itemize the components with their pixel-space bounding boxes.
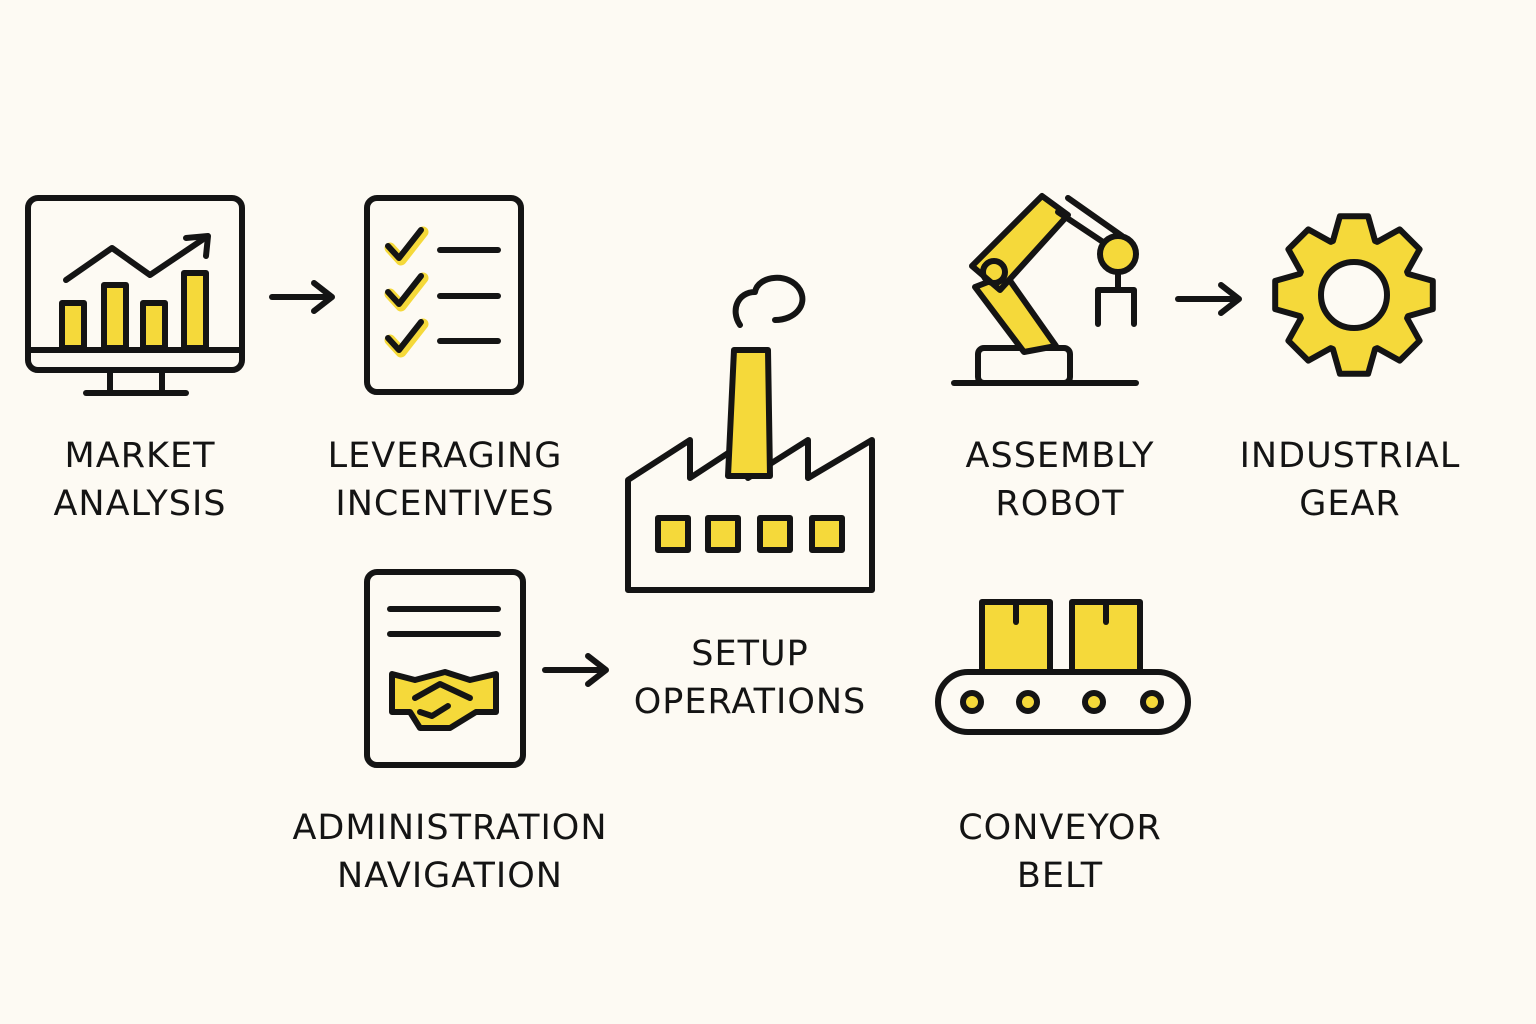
label-line: SETUP (691, 634, 809, 674)
label-line: NAVIGATION (337, 856, 563, 896)
node-leveraging-incentives-label: LEVERAGING INCENTIVES (300, 432, 590, 528)
node-industrial-gear-label: INDUSTRIAL GEAR (1230, 432, 1470, 528)
label-line: LEVERAGING (327, 436, 563, 476)
node-market-analysis-label: MARKET ANALYSIS (20, 432, 260, 528)
arrow-robot-to-gear (1175, 282, 1242, 316)
node-administration-navigation-label: ADMINISTRATION NAVIGATION (280, 804, 620, 900)
label-line: MARKET (64, 436, 216, 476)
gear-icon (1272, 213, 1436, 377)
node-setup-operations-label: SETUP OPERATIONS (600, 630, 900, 726)
label-line: INDUSTRIAL (1239, 436, 1461, 476)
label-line: OPERATIONS (633, 682, 867, 722)
label-line: BELT (1016, 856, 1104, 896)
checklist-icon (364, 195, 524, 395)
label-line: ASSEMBLY (965, 436, 1155, 476)
node-conveyor-belt-label: CONVEYOR BELT (930, 804, 1190, 900)
node-assembly-robot-label: ASSEMBLY ROBOT (930, 432, 1190, 528)
label-line: ADMINISTRATION (292, 808, 608, 848)
arrow-market-to-incentives (269, 280, 335, 314)
factory-icon (625, 274, 875, 593)
label-line: INCENTIVES (335, 484, 555, 524)
label-line: ROBOT (995, 484, 1125, 524)
arrow-admin-to-setup (542, 653, 609, 687)
conveyor-belt-icon (935, 599, 1191, 735)
label-line: GEAR (1299, 484, 1401, 524)
monitor-chart-icon (25, 195, 245, 396)
label-line: ANALYSIS (53, 484, 227, 524)
handshake-document-icon (364, 569, 526, 768)
label-line: CONVEYOR (958, 808, 1162, 848)
robot-arm-icon (951, 193, 1139, 386)
